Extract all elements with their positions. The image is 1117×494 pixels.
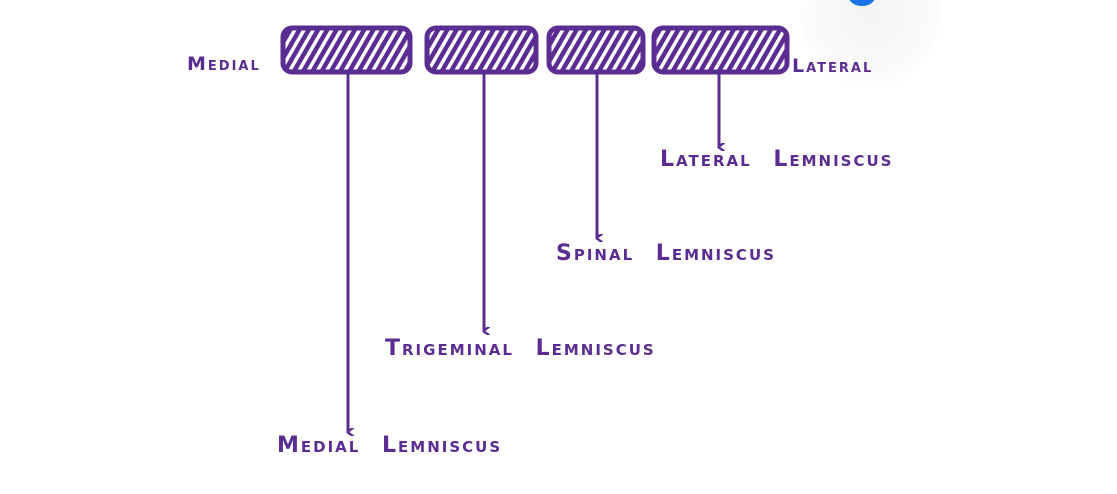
trigeminal-lemniscus-block xyxy=(424,25,539,75)
spinal-lemniscus-block xyxy=(546,25,646,75)
lateral-axis-label: Lateral xyxy=(792,55,874,77)
medial-lemniscus-block xyxy=(280,25,413,75)
indicator-dot xyxy=(849,0,875,6)
medial-axis-label: Medial xyxy=(187,53,261,75)
lateral-lemniscus-label: Lateral Lemniscus xyxy=(660,147,894,172)
trigeminal-lemniscus-label: Trigeminal Lemniscus xyxy=(385,336,656,361)
spinal-lemniscus-label: Spinal Lemniscus xyxy=(556,241,776,266)
medial-lemniscus-label: Medial Lemniscus xyxy=(277,433,503,458)
lateral-lemniscus-block xyxy=(651,25,790,75)
